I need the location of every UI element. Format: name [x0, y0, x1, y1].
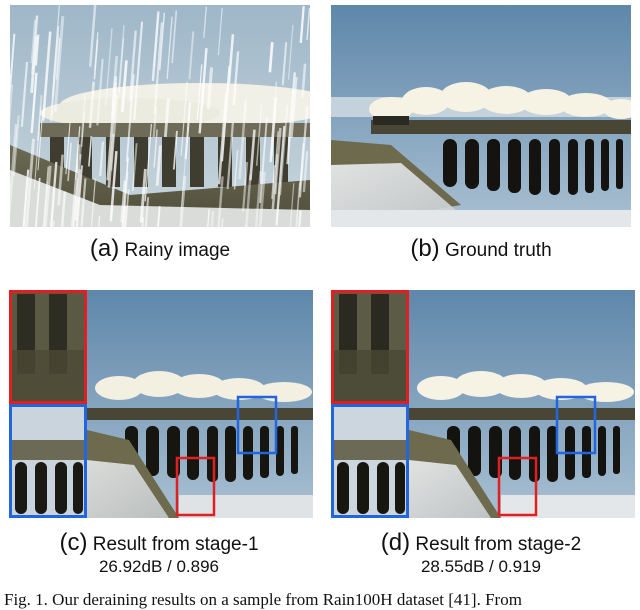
rainy-image	[10, 5, 310, 227]
subcaption-c: (c) Result from stage-1	[9, 529, 309, 556]
subcaption-a-label: Rainy image	[124, 240, 231, 261]
subcaption-d-label: Result from stage-2	[415, 534, 582, 555]
subcaption-c-letter: (c)	[59, 529, 88, 556]
subcaption-a-letter: (a)	[89, 235, 120, 262]
figure-caption: Fig. 1. Our deraining results on a sampl…	[4, 590, 522, 609]
stage1-metric: 26.92dB / 0.896	[98, 557, 220, 576]
subcaption-c-label: Result from stage-1	[92, 534, 259, 555]
subcaption-b-letter: (b)	[410, 235, 440, 262]
subcaption-d: (d) Result from stage-2	[331, 529, 631, 556]
stage2-result-image	[331, 290, 635, 518]
subcaption-b: (b) Ground truth	[331, 235, 631, 262]
stage2-metric: 28.55dB / 0.919	[420, 557, 542, 576]
subcaption-d-letter: (d)	[380, 529, 411, 556]
ground-truth-image	[331, 5, 631, 227]
subcaption-b-label: Ground truth	[444, 240, 552, 261]
stage1-result-image	[9, 290, 313, 518]
subcaption-a: (a) Rainy image	[10, 235, 310, 262]
